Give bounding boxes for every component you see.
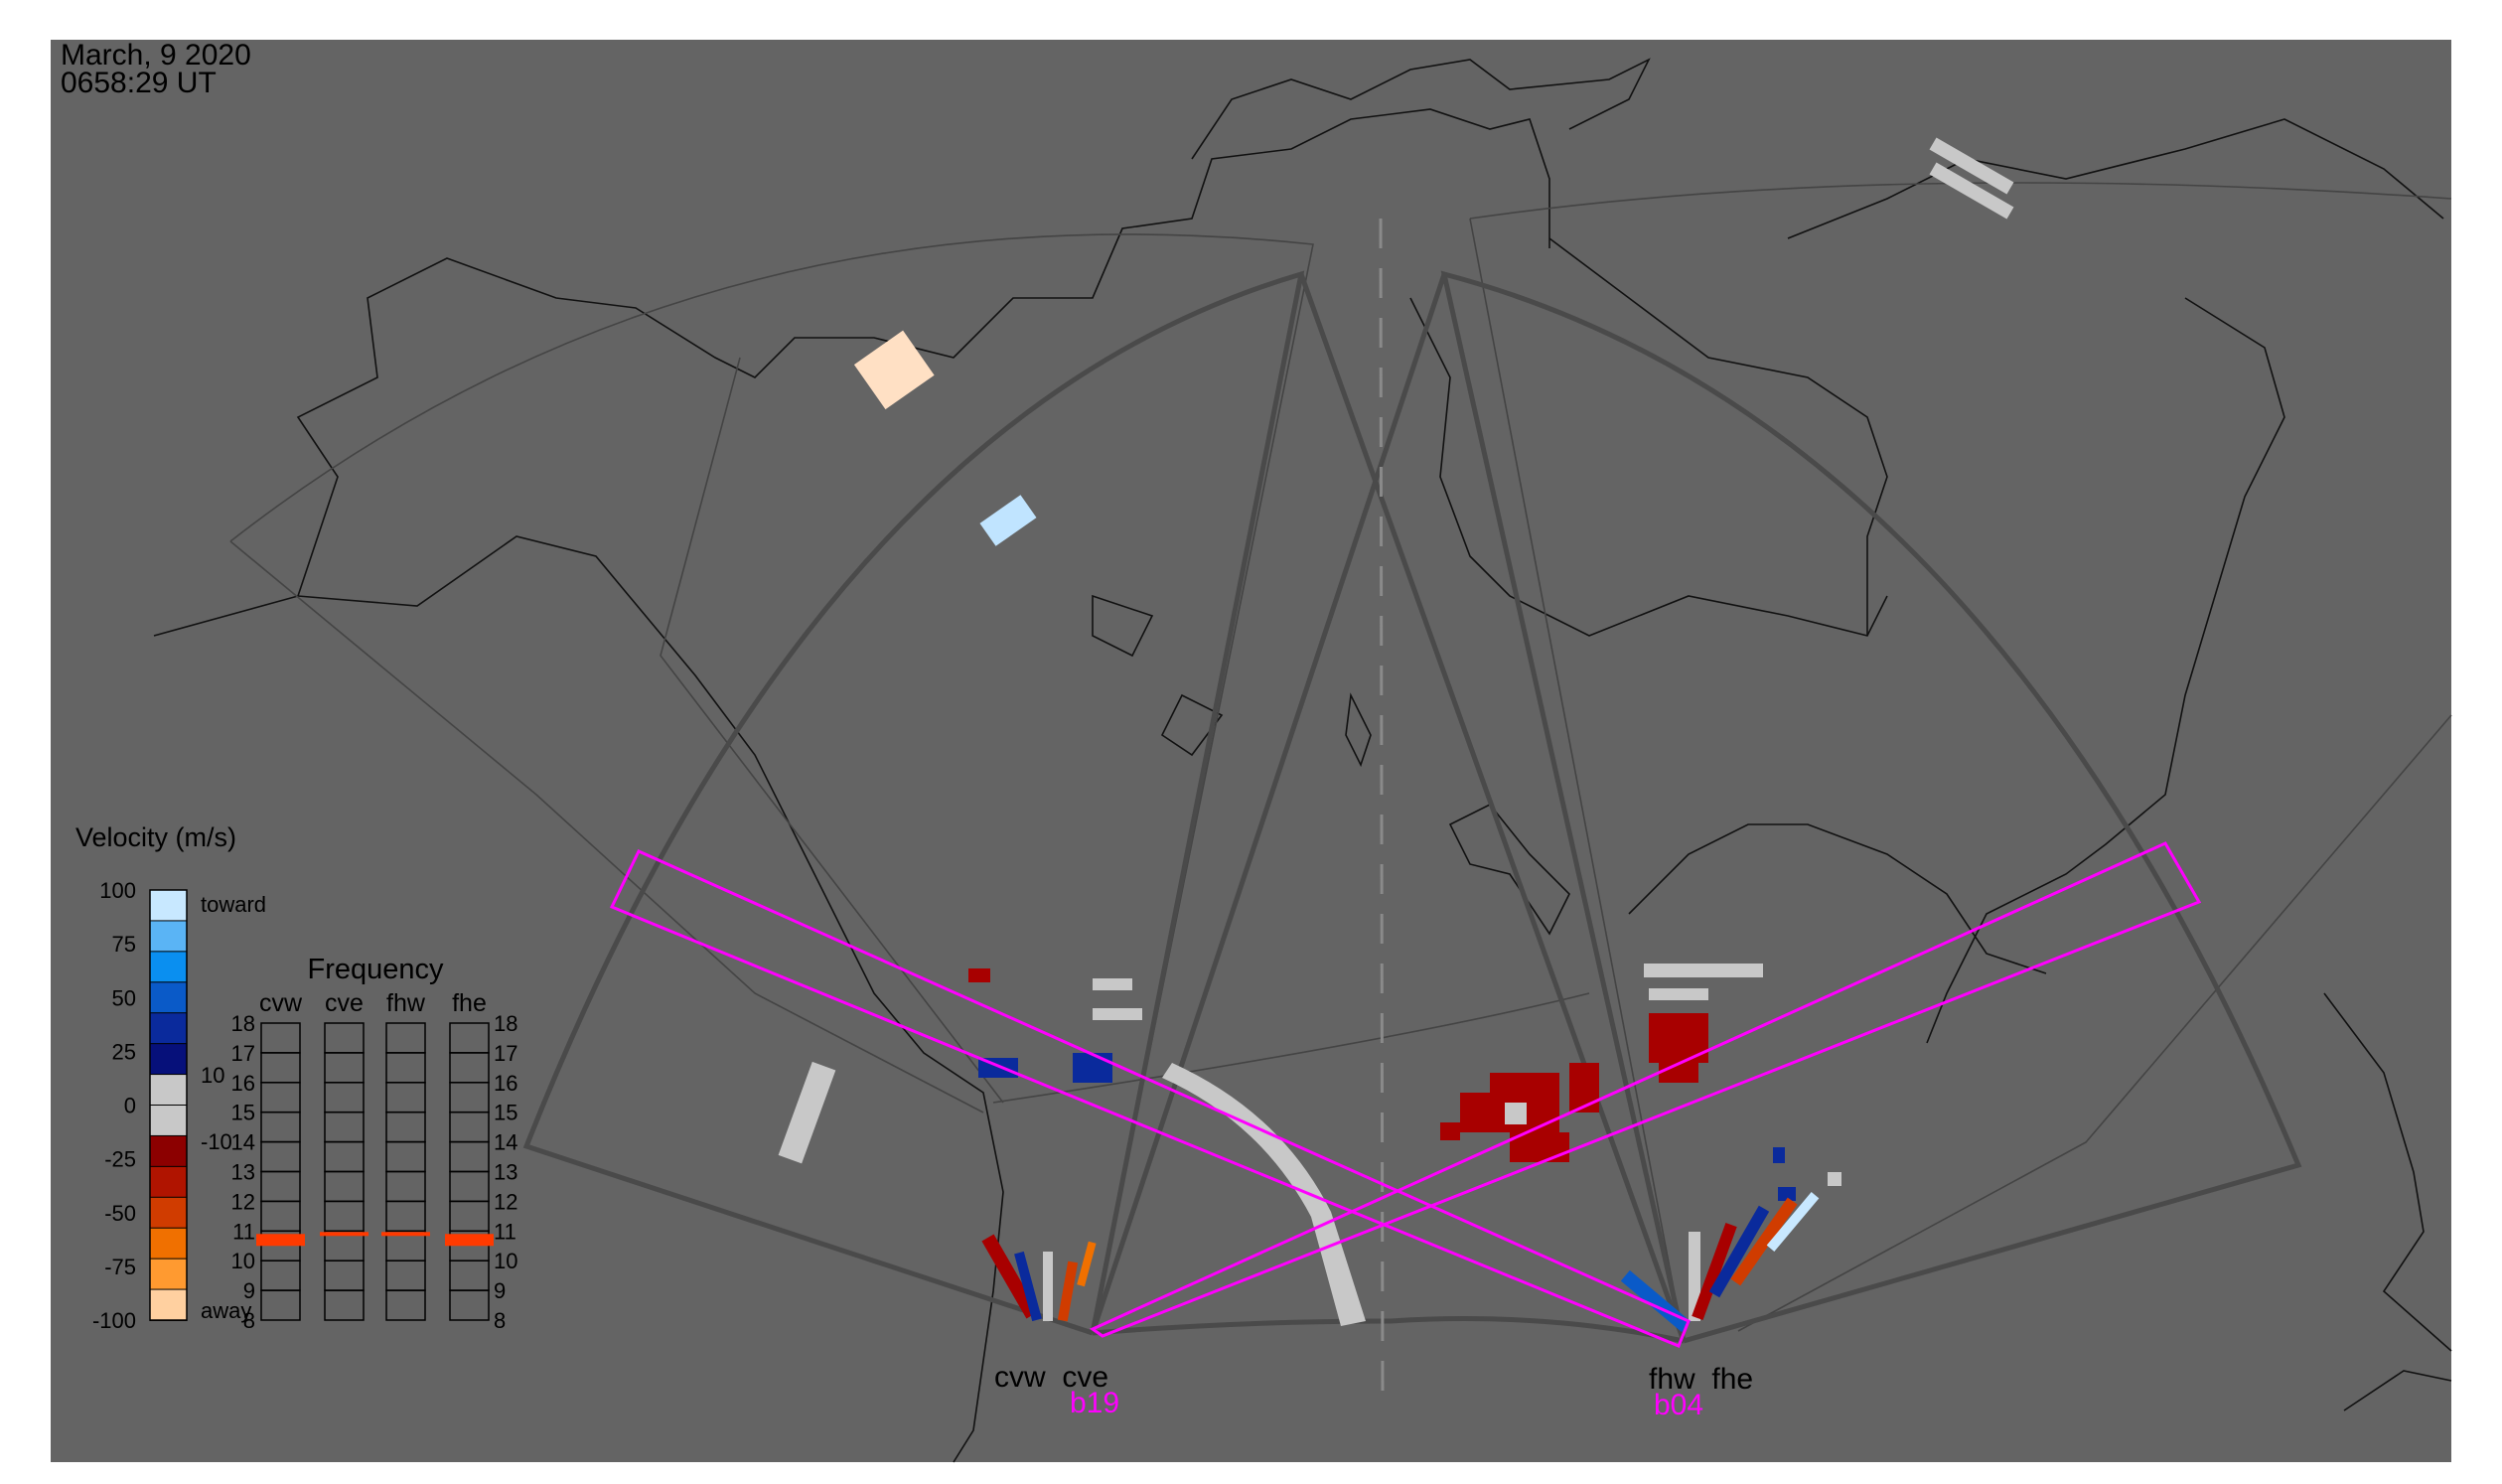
frequency-tick-right: 11: [494, 1219, 516, 1244]
frequency-tick-right: 12: [494, 1189, 517, 1214]
velocity-tick-label: 100: [99, 878, 136, 903]
frequency-tick-left: 11: [232, 1219, 255, 1244]
colorbar-segment: [149, 1288, 188, 1321]
frequency-tick-left: 10: [231, 1249, 255, 1273]
velocity-tick-label: 0: [124, 1094, 136, 1118]
velocity-tick-label: 75: [112, 932, 136, 957]
colorbar-segment: [149, 1074, 188, 1107]
meridian-dashed-line: [1379, 218, 1385, 1411]
frequency-column-label-cve: cve: [325, 989, 364, 1017]
frequency-column-label-fhe: fhe: [452, 989, 487, 1017]
frequency-tick-left: 16: [231, 1071, 255, 1096]
velocity-tick-label: -25: [104, 1147, 136, 1172]
beam-box-b04: [1089, 841, 2202, 1338]
frequency-tick-right: 14: [494, 1130, 517, 1155]
velocity-tick-label: -100: [92, 1308, 136, 1333]
east-radar-labels: fhw fhe: [1649, 1363, 1753, 1396]
frequency-tick-left: 12: [231, 1189, 255, 1214]
colorbar-segment: [149, 1196, 188, 1230]
frequency-tick-right: 17: [494, 1041, 517, 1066]
velocity-legend-title: Velocity (m/s): [75, 822, 236, 852]
colorbar-segment: [149, 1134, 188, 1168]
frequency-marker-fhw: [381, 1232, 430, 1237]
velocity-tick-label: 50: [112, 985, 136, 1010]
colorbar-segment: [149, 1227, 188, 1261]
frequency-tick-left: 8: [243, 1308, 255, 1333]
fov-fhe-edge: [1298, 273, 1687, 1342]
frequency-tick-left: 18: [231, 1011, 255, 1036]
toward-label: toward: [201, 892, 266, 917]
colorbar-segment: [149, 920, 188, 953]
backscatter-cells: [778, 137, 2014, 1333]
velocity-tick-label: 25: [112, 1039, 136, 1064]
frequency-marker-cvw: [256, 1234, 305, 1247]
frequency-tick-right: 13: [494, 1160, 517, 1185]
near-range-cells-east: [1620, 1172, 1841, 1333]
near-range-cells-west: [981, 1234, 1097, 1322]
velocity-tick-label: -50: [104, 1201, 136, 1226]
fov-thick-outlines: [522, 270, 2302, 1344]
west-beam-label: b19: [1070, 1387, 1119, 1419]
frequency-tick-left: 17: [231, 1041, 255, 1066]
frequency-column-label-fhw: fhw: [386, 989, 426, 1017]
inner-tick-minus-10: -10: [201, 1129, 232, 1154]
frequency-tick-right: 18: [494, 1011, 517, 1036]
beam-highlight-boxes: [609, 841, 2202, 1348]
frequency-tick-left: 14: [231, 1130, 255, 1155]
colorbar-segment: [149, 1258, 188, 1291]
frequency-tick-right: 16: [494, 1071, 517, 1096]
velocity-legend: Velocity (m/s) 100 75 50 25 0 -25 -50 -75 -100 t…: [75, 822, 266, 1333]
away-label: away: [201, 1298, 251, 1323]
frequency-cell: [260, 1022, 301, 1054]
fov-thin-outlines: [229, 182, 2452, 1342]
fov-base: [1092, 1316, 1685, 1344]
colorbar-segment: [149, 981, 188, 1014]
frequency-marker-cve: [320, 1232, 368, 1237]
frequency-column-label-cvw: cvw: [259, 989, 303, 1017]
colorbar-segment: [149, 951, 188, 983]
frequency-cell: [324, 1022, 365, 1054]
inner-tick-10: 10: [201, 1063, 224, 1088]
colorbar-segment: [149, 889, 188, 922]
frequency-cell: [449, 1022, 490, 1054]
frequency-tick-right: 9: [494, 1278, 506, 1303]
frequency-legend-title: Frequency: [307, 954, 444, 985]
frequency-tick-left: 9: [243, 1278, 255, 1303]
time-label: 0658:29 UT: [61, 67, 217, 99]
frequency-tick-right: 8: [494, 1308, 506, 1333]
date-label: March, 9 2020: [61, 39, 251, 72]
fov-cve: [522, 270, 1305, 1336]
colorbar-segment: [149, 1012, 188, 1045]
west-radar-labels: cvw cve: [994, 1361, 1108, 1394]
frequency-tick-left: 15: [231, 1101, 255, 1125]
frequency-tick-right: 15: [494, 1101, 517, 1125]
frequency-tick-left: 13: [231, 1160, 255, 1185]
frequency-tick-right: 10: [494, 1249, 517, 1273]
east-beam-label: b04: [1654, 1389, 1703, 1421]
colorbar-segment: [149, 1105, 188, 1137]
frequency-marker-fhe: [445, 1234, 494, 1247]
map-background: [51, 40, 2451, 1462]
velocity-colorbar: [149, 889, 188, 1321]
fov-cvw-edge: [1090, 273, 1447, 1334]
colorbar-segment: [149, 1165, 188, 1199]
fov-fhw: [1440, 270, 2302, 1344]
beam-box-b19: [609, 849, 1691, 1348]
colorbar-segment: [149, 1043, 188, 1076]
frequency-cell: [385, 1022, 426, 1054]
velocity-tick-label: -75: [104, 1255, 136, 1279]
